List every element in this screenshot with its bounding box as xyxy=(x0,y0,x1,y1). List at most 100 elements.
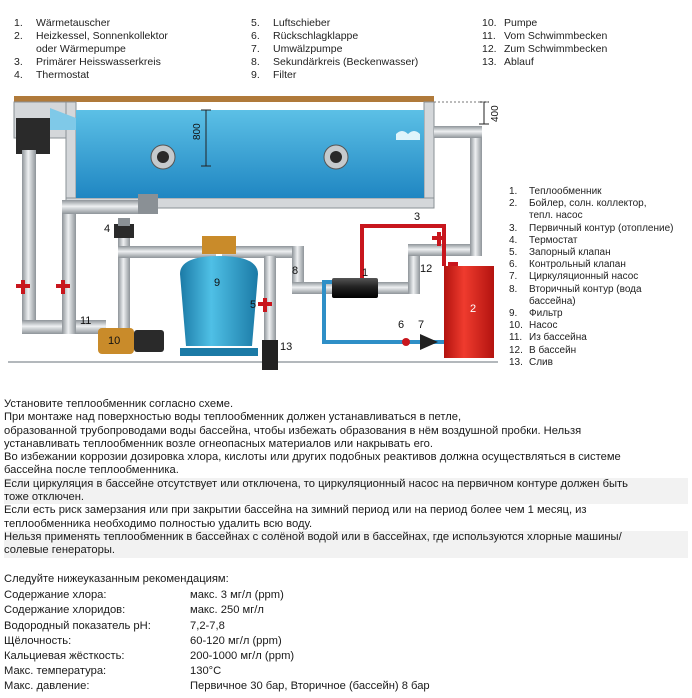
instructions: Установите теплообменник согласно схеме.… xyxy=(4,398,688,558)
instruction-line-8: тоже отключен. xyxy=(4,491,688,505)
main-drain-box xyxy=(138,194,158,214)
label-11: 11 xyxy=(80,315,91,327)
label-6: 6 xyxy=(398,319,404,331)
valve-primary xyxy=(448,262,458,266)
boiler xyxy=(444,266,494,358)
legend-de-col-1: 1.Wärmetauscher 2.Heizkessel, Sonnenkoll… xyxy=(14,17,168,82)
recommendations-title: Следуйте нижеуказанным рекомендациям: xyxy=(4,573,229,585)
instruction-line-12: солевые генераторы. xyxy=(4,544,688,558)
legend-de-item-2: 2.Heizkessel, Sonnenkollektor xyxy=(14,30,168,42)
pipe-filter-waste xyxy=(264,256,276,346)
skimmer-mouth xyxy=(50,108,76,130)
legend-de-item-5: 5.Luftschieber xyxy=(251,17,331,29)
legend-ru-item-2-cont: тепл. насос xyxy=(529,210,583,222)
pipe-filter-out xyxy=(222,246,304,258)
label-8: 8 xyxy=(292,265,298,277)
water-splash xyxy=(396,131,420,140)
legend-de-item-2-cont: oder Wärmepumpe xyxy=(36,43,126,55)
legend-ru-item-1: 1.Теплообменник xyxy=(509,186,602,197)
legend-ru-item-5: 5.Запорный клапан xyxy=(509,247,611,259)
legend-ru-item-8-cont: бассейна) xyxy=(529,295,576,307)
pool-deck xyxy=(14,96,434,102)
pipe-return-inlet xyxy=(434,126,482,138)
legend-ru-item-4: 4.Термостат xyxy=(509,234,578,246)
instruction-line-7: Если циркуляция в бассейне отсутствует и… xyxy=(4,477,688,492)
instruction-line-4: устанавливать теплообменник возле огнеоп… xyxy=(4,437,433,450)
instruction-line-11: Нельзя применять теплообменник в бассейн… xyxy=(4,530,688,545)
label-1: 1 xyxy=(362,267,368,279)
circulation-pump-symbol xyxy=(420,334,438,350)
label-5: 5 xyxy=(250,299,256,311)
thermostat xyxy=(114,224,134,238)
label-10: 10 xyxy=(108,335,120,347)
pipe-drain-elbow xyxy=(62,200,146,214)
legend-ru-item-6: 6.Контрольный клапан xyxy=(509,259,626,271)
drain-outlet xyxy=(262,340,278,370)
instruction-line-10: теплообменника необходимо полностью удал… xyxy=(4,517,313,530)
recommendations: Следуйте нижеуказанным рекомендациям: Со… xyxy=(4,572,688,695)
legend-de-item-11: 11.Vom Schwimmbecken xyxy=(482,30,608,42)
legend-ru-item-12: 12.В бассейн xyxy=(509,344,577,356)
legend-ru-item-3: 3.Первичный контур (отопление) xyxy=(509,222,674,234)
filter-tank xyxy=(180,256,258,346)
pipe-loop-up xyxy=(292,246,304,292)
instruction-line-6: бассейна после теплообменника. xyxy=(4,464,179,477)
legend-de-col-3: 10.Pumpe 11.Vom Schwimmbecken 12.Zum Sch… xyxy=(482,17,607,69)
rec-row-chlorides: Содержание хлоридов:макс. 250 мг/л xyxy=(4,604,264,617)
label-12: 12 xyxy=(420,263,432,275)
label-2: 2 xyxy=(470,303,476,315)
legend-ru-item-2: 2.Бойлер, солн. коллектор, xyxy=(509,198,647,210)
dim-800-label: 800 xyxy=(192,123,203,140)
legend-de-item-13: 13.Ablauf xyxy=(482,56,534,68)
legend-de-item-8: 8.Sekundärkreis (Beckenwasser) xyxy=(251,56,419,68)
legend-de-item-4: 4.Thermostat xyxy=(14,69,90,81)
legend-de-item-3: 3.Primärer Heisswasserkreis xyxy=(14,56,161,68)
instruction-line-1: Установите теплообменник согласно схеме. xyxy=(4,398,234,410)
legend-ru-item-13: 13.Слив xyxy=(509,356,553,368)
filter-valve-head xyxy=(202,236,236,254)
legend-ru-item-8: 8.Вторичный контур (вода xyxy=(509,283,642,295)
legend-ru-item-9: 9.Фильтр xyxy=(509,308,563,320)
label-4: 4 xyxy=(104,223,110,235)
label-13: 13 xyxy=(280,341,292,353)
legend-de-col-2: 5.Luftschieber 6.Rückschlagklappe 7.Umwä… xyxy=(251,17,418,82)
check-valve-symbol xyxy=(402,338,410,346)
legend-ru: 1.Теплообменник 2.Бойлер, солн. коллекто… xyxy=(509,186,674,369)
pipe-to-filter-top xyxy=(118,246,216,258)
legend-de-item-10: 10.Pumpe xyxy=(482,17,538,29)
pipe-main-drain xyxy=(62,206,76,334)
legend-ru-item-10: 10.Насос xyxy=(509,320,558,332)
dim-400-label: 400 xyxy=(490,105,501,122)
pool-pump-motor xyxy=(134,330,164,352)
legend-de-item-9: 9.Filter xyxy=(251,69,297,81)
rec-row-ph: Водородный показатель pH:7,2-7,8 xyxy=(4,619,225,632)
pipe-skimmer-down xyxy=(22,150,36,332)
pipe-to-filter-up xyxy=(118,230,130,348)
recommendations-table: Содержание хлора:макс. 3 мг/л (ppm) Соде… xyxy=(4,588,430,694)
rec-row-max-pressure: Макс. давление:Первичное 30 бар, Вторичн… xyxy=(4,680,430,693)
heat-exchanger xyxy=(332,278,378,298)
legend-de-item-7: 7.Umwälzpumpe xyxy=(251,43,343,55)
legend-ru-item-11: 11.Из бассейна xyxy=(509,332,587,344)
legend-de-item-12: 12.Zum Schwimmbecken xyxy=(482,43,608,55)
pipe-return-up xyxy=(408,244,420,294)
skimmer-grid xyxy=(16,118,50,154)
primary-circuit-pipe xyxy=(360,224,446,282)
legend-ru-item-7: 7.Циркуляционный насос xyxy=(509,271,639,283)
label-7: 7 xyxy=(418,319,424,331)
pipe-return-riser xyxy=(470,130,482,256)
heat-exchanger-diagram: 800 400 xyxy=(8,96,501,370)
label-3: 3 xyxy=(414,211,420,223)
rec-row-chlorine: Содержание хлора:макс. 3 мг/л (ppm) xyxy=(4,589,284,602)
legend-de-item-6: 6.Rückschlagklappe xyxy=(251,30,359,42)
rec-row-hardness: Кальциевая жёсткость:200-1000 мг/л (ppm) xyxy=(4,650,295,663)
instruction-line-5: Во избежании коррозии дозировка хлора, к… xyxy=(4,451,621,464)
instruction-line-9: Если есть риск замерзания или при закрыт… xyxy=(4,504,587,517)
label-9: 9 xyxy=(214,277,220,289)
legend-de-item-1: 1.Wärmetauscher xyxy=(14,17,111,29)
rec-row-max-temp: Макс. температура:130°C xyxy=(4,665,222,678)
pool-pump-body xyxy=(98,328,134,354)
instruction-line-2: При монтаже над поверхностью воды теплоо… xyxy=(4,411,462,424)
rec-row-alkalinity: Щёлочность:60-120 мг/л (ppm) xyxy=(4,634,282,647)
instruction-line-3: образованной трубопроводами воды бассейн… xyxy=(4,424,582,437)
